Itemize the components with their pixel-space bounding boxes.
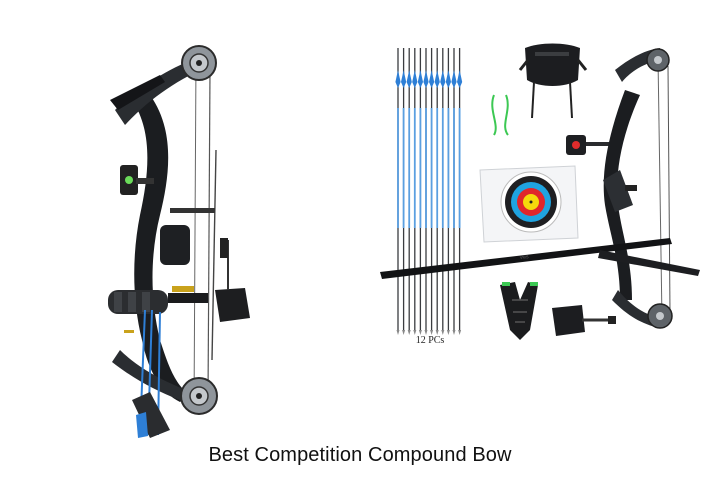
sight-small-icon [566, 135, 616, 155]
arrow-icon [417, 48, 423, 335]
arrow-icon [429, 48, 435, 335]
arrow-set [395, 48, 463, 335]
arrow-icon [395, 48, 401, 335]
quiver-arrows [132, 309, 170, 438]
sight-icon [120, 165, 154, 195]
upper-cam-icon [181, 45, 217, 81]
lower-cam-icon [180, 377, 218, 415]
arrow-icon [457, 48, 463, 335]
left-compound-bow [108, 45, 250, 438]
release-aid-small-icon [552, 305, 616, 336]
stabilizer-icon [108, 286, 208, 314]
arrow-icon [440, 48, 446, 335]
arrow-icon [445, 48, 451, 335]
arm-guard-icon [518, 43, 588, 119]
string-loops-icon [491, 94, 509, 136]
bow-stand-icon [500, 282, 538, 340]
release-aid-icon [215, 238, 250, 322]
caption-text: Best Competition Compound Bow [208, 444, 512, 466]
long-stabilizer-icon: VMS [380, 238, 700, 279]
arrow-icon [451, 48, 457, 335]
arrow-icon [412, 48, 418, 335]
arrow-icon [434, 48, 440, 335]
target-face-icon [479, 165, 579, 243]
arrow-icon [406, 48, 412, 335]
right-compound-bow [603, 48, 673, 329]
arrow-icon [423, 48, 429, 335]
arrow-count-label: 12 PCs [416, 335, 445, 346]
kit-contents: 12 PCs [380, 43, 700, 346]
svg-text:VMS: VMS [520, 254, 529, 260]
arrow-icon [401, 48, 407, 335]
